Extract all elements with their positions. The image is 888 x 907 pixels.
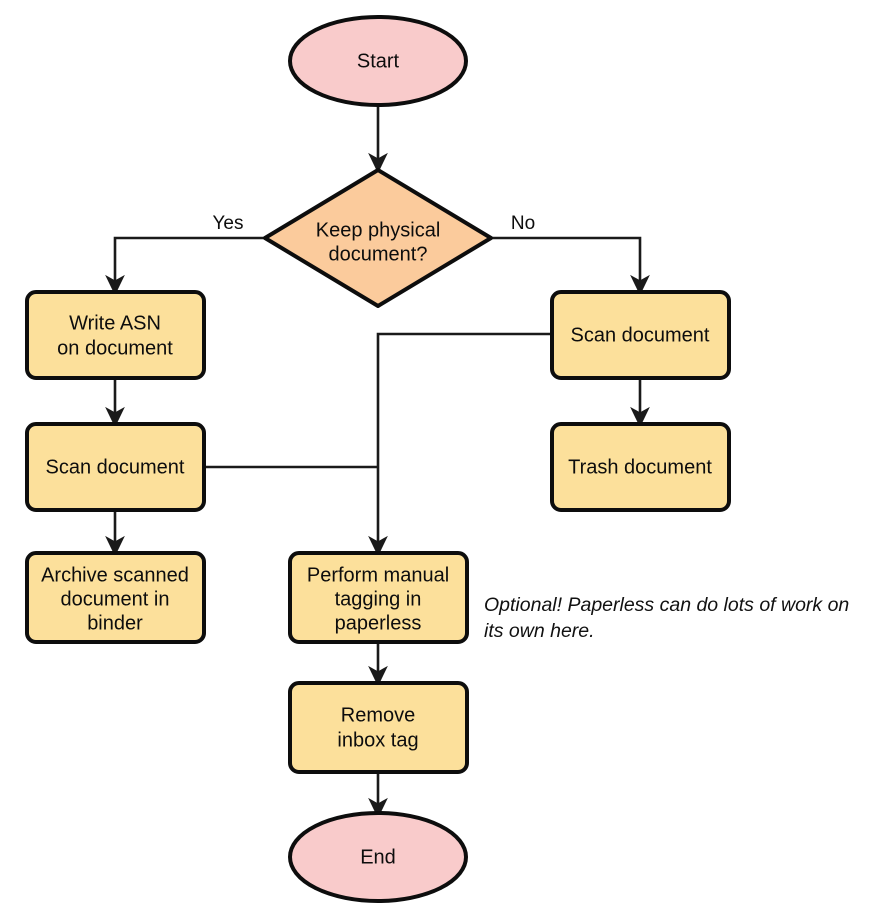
node-manual-tagging[interactable]: Perform manual tagging in paperless: [288, 551, 469, 644]
node-scan-right-label: Scan document: [571, 324, 710, 346]
start-ellipse: [288, 15, 468, 107]
node-trash[interactable]: Trash document: [550, 422, 731, 512]
archive-binder-box: [25, 551, 206, 644]
node-trash-label: Trash document: [568, 456, 712, 478]
edge-scan-right-to-manual-tagging: [368, 332, 552, 557]
annotation-line-2: its own here.: [484, 620, 595, 642]
end-ellipse: [288, 811, 468, 903]
node-write-asn-label-line2: on document: [57, 337, 173, 359]
remove-inbox-box: [288, 681, 469, 774]
node-manual-tagging-label-line3: paperless: [335, 612, 422, 634]
node-archive-binder[interactable]: Archive scanned document in binder: [25, 551, 206, 644]
manual-tagging-box: [288, 551, 469, 644]
node-archive-binder-label-line1: Archive scanned: [41, 564, 189, 586]
scan-right-box: [550, 290, 731, 380]
node-scan-right[interactable]: Scan document: [550, 290, 731, 380]
trash-box: [550, 422, 731, 512]
edge-label-no: No: [511, 213, 535, 234]
node-remove-inbox-label-line1: Remove: [341, 704, 415, 726]
node-end-label: End: [360, 846, 396, 868]
node-start-label: Start: [357, 50, 400, 72]
node-end[interactable]: End: [288, 811, 468, 903]
edge-group: [105, 101, 650, 819]
scan-left-box: [25, 422, 206, 512]
node-write-asn[interactable]: Write ASN on document: [25, 290, 206, 380]
node-archive-binder-label-line2: document in: [61, 588, 170, 610]
annotation-line-1: Optional! Paperless can do lots of work …: [484, 594, 849, 616]
node-manual-tagging-label-line1: Perform manual: [307, 564, 449, 586]
node-decision[interactable]: Keep physical document?: [263, 168, 493, 308]
node-archive-binder-label-line3: binder: [87, 612, 143, 634]
decision-diamond: [263, 168, 493, 308]
node-manual-tagging-label-line2: tagging in: [335, 588, 422, 610]
node-scan-left-label: Scan document: [46, 456, 185, 478]
edge-decision-to-write-asn: [105, 236, 265, 296]
node-scan-left[interactable]: Scan document: [25, 422, 206, 512]
node-remove-inbox[interactable]: Remove inbox tag: [288, 681, 469, 774]
node-decision-label-line2: document?: [329, 243, 428, 265]
annotation-optional: Optional! Paperless can do lots of work …: [484, 594, 849, 642]
node-remove-inbox-label-line2: inbox tag: [337, 729, 418, 751]
node-start[interactable]: Start: [288, 15, 468, 107]
edge-label-yes: Yes: [213, 213, 244, 234]
node-decision-label-line1: Keep physical: [316, 219, 441, 241]
write-asn-box: [25, 290, 206, 380]
edge-decision-to-scan-right: [491, 236, 650, 296]
node-write-asn-label-line1: Write ASN: [69, 312, 161, 334]
